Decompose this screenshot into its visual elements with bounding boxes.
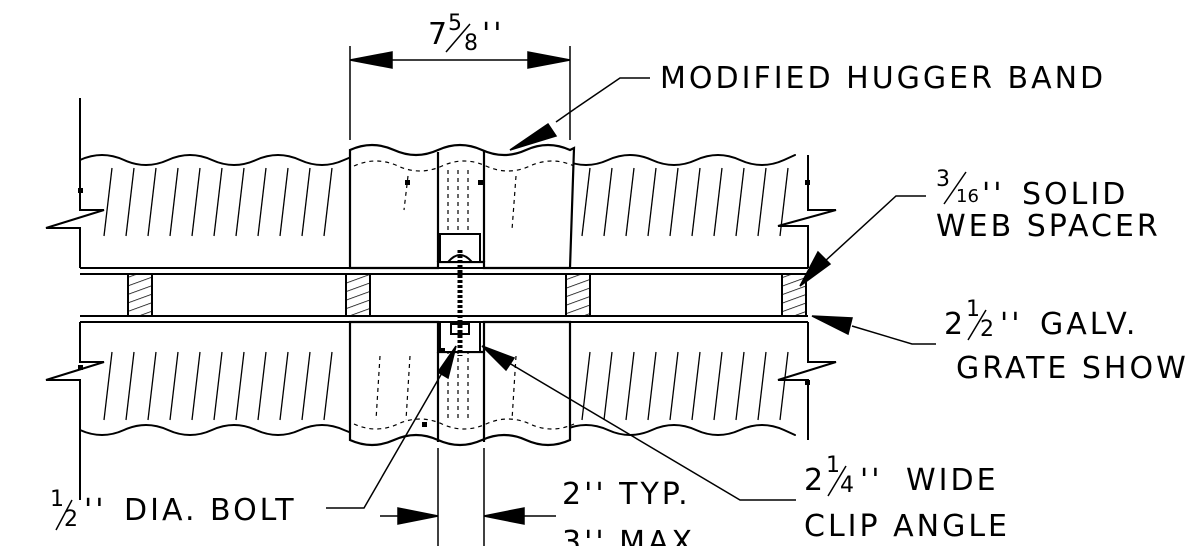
markers	[78, 180, 810, 427]
grate-denominator: 2	[980, 317, 994, 342]
spacer-unit: ''	[982, 177, 1005, 212]
gap-line2: 3'' MAX	[562, 525, 695, 546]
lower-pipe	[45, 315, 837, 500]
lower-right-break	[777, 322, 837, 440]
clip-unit: ''	[860, 463, 883, 498]
bolt-leader	[326, 345, 457, 509]
bolt-denominator: 2	[64, 507, 78, 532]
band-leader	[509, 77, 650, 151]
web-spacers	[127, 273, 807, 317]
bolt-text: DIA. BOLT	[124, 493, 297, 528]
grate-line2: GRATE SHOWN	[956, 351, 1188, 386]
grate-leader	[811, 315, 936, 345]
spacer-numerator: 3	[936, 167, 950, 192]
web-spacer	[565, 273, 591, 317]
grate-whole: 2	[944, 307, 966, 342]
dimension-numerator: 5	[448, 11, 462, 36]
lower-hugger-band	[348, 320, 572, 447]
upper-right-break	[777, 155, 837, 268]
upper-pipe	[45, 98, 837, 275]
spacer-leader	[799, 195, 926, 287]
grate-line1: GALV.	[1040, 307, 1138, 342]
dimension-unit: ''	[482, 17, 505, 52]
band-hidden-lines	[353, 160, 575, 430]
label-modified-hugger-band: MODIFIED HUGGER BAND	[660, 61, 1106, 96]
lower-left-break	[45, 322, 105, 500]
grate-numerator: 1	[966, 297, 980, 322]
bolt-unit: ''	[84, 493, 107, 528]
spacer-denominator: 16	[956, 186, 979, 207]
bolt-nut	[450, 323, 470, 335]
hugger-bands	[348, 143, 576, 447]
clip-numerator: 1	[826, 453, 840, 478]
web-spacer	[127, 273, 153, 317]
clip-whole: 2	[804, 463, 826, 498]
clip-line2: CLIP ANGLE	[804, 509, 1010, 544]
clip-line1: WIDE	[906, 463, 999, 498]
grate-unit: ''	[1000, 307, 1023, 342]
gap-line1: 2'' TYP.	[562, 477, 691, 512]
upper-hugger-band	[348, 143, 576, 270]
dimension-denominator: 8	[464, 31, 478, 56]
web-spacer	[345, 273, 371, 317]
clip-denominator: 4	[840, 473, 854, 498]
spacer-line1: SOLID	[1022, 177, 1128, 212]
bolt-numerator: 1	[50, 487, 64, 512]
spacer-line2: WEB SPACER	[936, 209, 1161, 244]
dimension-whole: 7	[428, 17, 450, 52]
upper-left-break	[45, 98, 105, 268]
clip-angle-assembly	[439, 233, 481, 356]
gap-dimension	[380, 448, 556, 546]
clip-leader	[481, 345, 796, 501]
dimension-band-width	[349, 46, 571, 140]
